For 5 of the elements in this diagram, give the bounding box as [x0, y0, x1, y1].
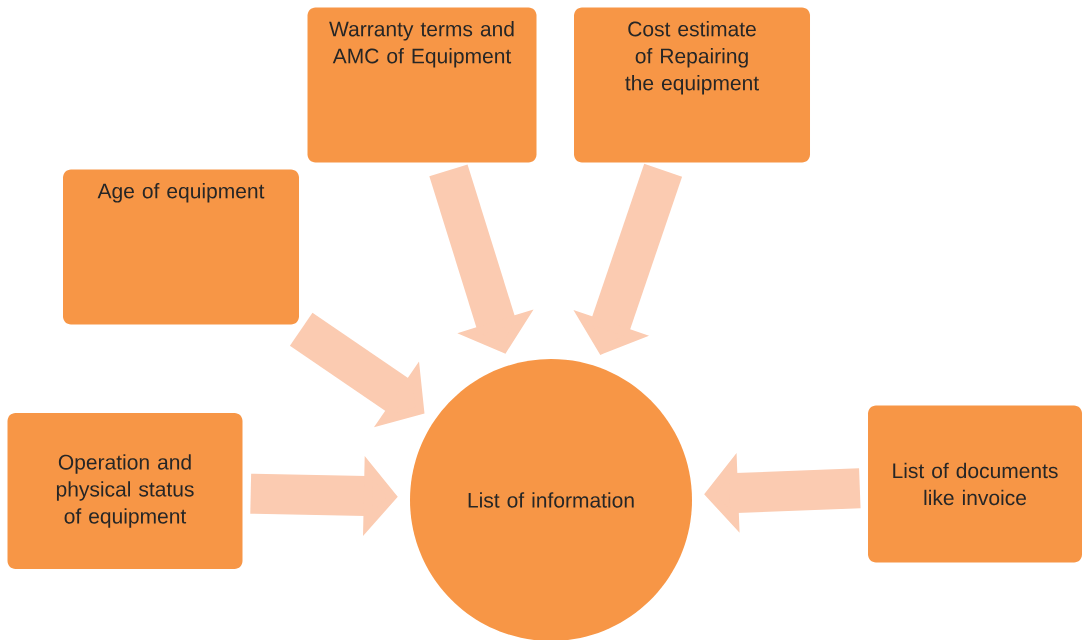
process-box: List of documents like invoice: [868, 405, 1082, 563]
process-box: Age of equipment: [63, 169, 299, 325]
process-box: Operation and physical status of equipment: [7, 413, 243, 569]
process-box: Warranty terms and AMC of Equipment: [307, 7, 537, 163]
process-box: Cost estimate of Repairing the equipment: [574, 7, 810, 163]
